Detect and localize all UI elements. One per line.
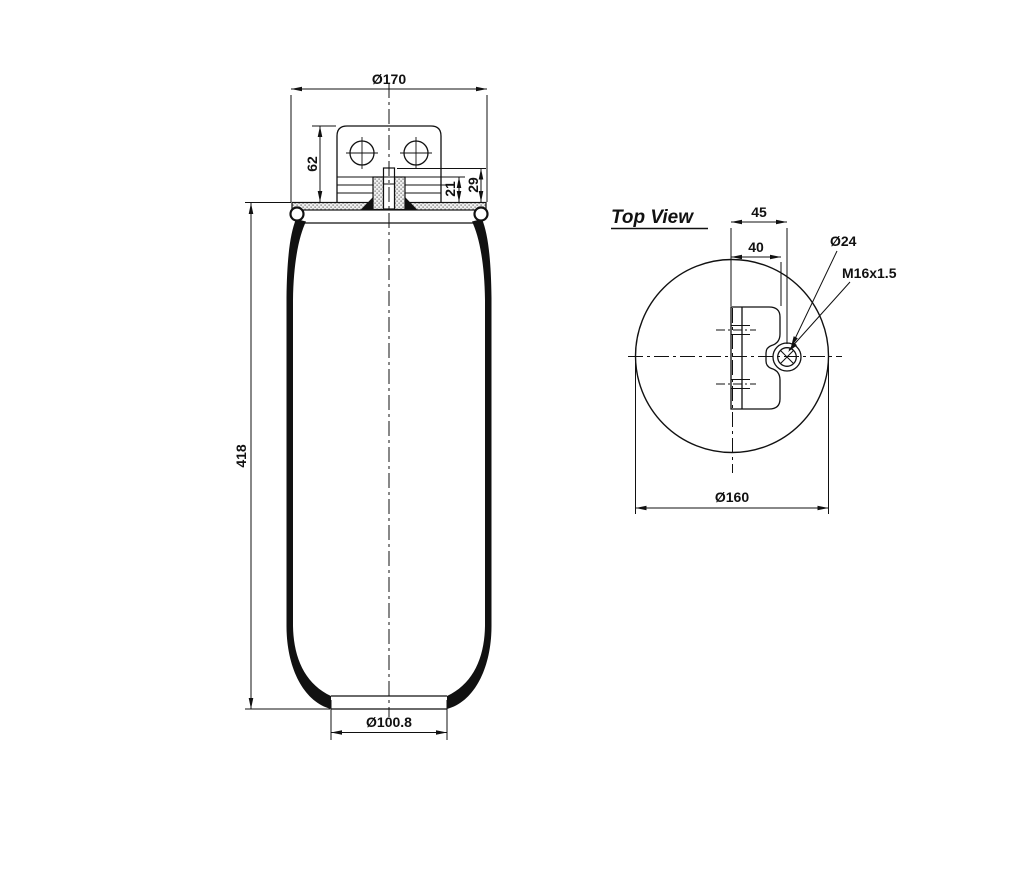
dim-label-plate-diameter: Ø160 bbox=[715, 489, 749, 505]
arrowhead bbox=[248, 203, 254, 214]
dim-bracket-width: 40 bbox=[731, 239, 782, 306]
dim-label-bottom-diameter: Ø100.8 bbox=[366, 714, 412, 730]
dim-label-thread-spec: M16x1.5 bbox=[842, 265, 897, 281]
bracket-top-view bbox=[716, 306, 781, 410]
dim-label-stud-height: 29 bbox=[465, 177, 481, 193]
threaded-boss bbox=[772, 342, 802, 372]
boss-cross bbox=[780, 350, 794, 364]
arrowhead bbox=[456, 191, 462, 202]
boss-fillet-left bbox=[361, 197, 373, 210]
bead-roll-left bbox=[289, 206, 305, 222]
dim-label-overall-height: 418 bbox=[233, 444, 249, 468]
arrowhead bbox=[776, 219, 787, 225]
arrowhead bbox=[770, 254, 781, 260]
dim-label-bracket-width: 40 bbox=[748, 239, 764, 255]
leader-thread-spec: M16x1.5 bbox=[788, 265, 897, 352]
boss-wall-right bbox=[393, 176, 406, 211]
dim-boss-offset: 45 bbox=[730, 204, 788, 344]
dim-label-boss-offset: 45 bbox=[751, 204, 767, 220]
dim-overall-height: 418 bbox=[233, 202, 330, 710]
arrowhead bbox=[317, 126, 323, 137]
arrowhead bbox=[817, 505, 829, 511]
arrowhead bbox=[635, 505, 647, 511]
bracket-hole-marks bbox=[716, 324, 756, 390]
dim-label-boss-diameter: Ø24 bbox=[830, 233, 857, 249]
bellows-left-wall bbox=[286, 219, 331, 709]
arrowhead bbox=[478, 191, 484, 202]
bellows-right-wall bbox=[447, 219, 492, 709]
dim-stud-height: 29 bbox=[397, 168, 486, 202]
dim-label-bracket-height: 62 bbox=[304, 156, 320, 172]
boss-thread-circle bbox=[777, 347, 797, 367]
dim-bracket-height: 62 bbox=[304, 125, 336, 202]
arrowhead bbox=[436, 730, 447, 735]
hole-crosshairs bbox=[346, 137, 432, 169]
dim-bottom-diameter: Ø100.8 bbox=[330, 700, 448, 740]
arrowhead bbox=[331, 730, 342, 735]
bracket-outline bbox=[730, 306, 781, 410]
bellows-body bbox=[286, 219, 492, 709]
side-view: Ø170 62 bbox=[233, 71, 492, 740]
dim-top-diameter: Ø170 bbox=[290, 71, 488, 202]
bracket-plate-outline bbox=[336, 125, 442, 203]
arrowhead bbox=[478, 168, 484, 180]
dim-label-port-height: 21 bbox=[442, 181, 458, 197]
dim-plate-diameter: Ø160 bbox=[635, 362, 829, 514]
arrowhead bbox=[248, 698, 254, 709]
arrowhead bbox=[456, 177, 462, 188]
dim-label-top-diameter: Ø170 bbox=[372, 71, 406, 87]
arrowhead bbox=[476, 86, 487, 92]
arrowhead bbox=[317, 191, 323, 202]
arrowhead bbox=[788, 342, 797, 352]
boss-wall-left bbox=[372, 176, 385, 211]
boss-fillet-right bbox=[405, 197, 417, 210]
top-view: Top View bbox=[611, 204, 897, 514]
dim-port-height: 21 bbox=[442, 177, 462, 202]
arrowhead bbox=[731, 219, 742, 225]
bead-roll-right bbox=[473, 206, 489, 222]
arrowhead bbox=[731, 254, 742, 260]
arrowhead bbox=[291, 86, 302, 92]
top-view-label: Top View bbox=[611, 207, 694, 228]
